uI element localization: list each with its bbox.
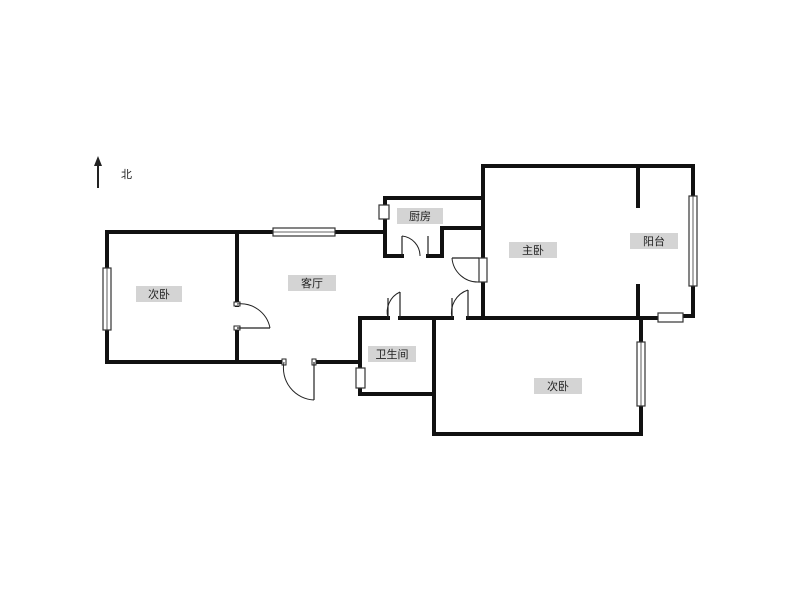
door-bedroom-west — [233, 301, 271, 331]
door-master — [451, 257, 480, 283]
north-compass: 北 — [94, 156, 132, 188]
room-labels: 次卧 客厅 厨房 卫生间 主卧 阳台 次卧 — [136, 208, 678, 394]
room-label-bathroom: 卫生间 — [368, 346, 416, 362]
windows — [102, 195, 698, 407]
opening-master-west — [478, 257, 488, 283]
room-name: 次卧 — [547, 379, 569, 393]
window-kitchen — [378, 204, 390, 220]
door-entrance — [281, 358, 317, 401]
wall-bedroom-south — [432, 404, 643, 436]
north-label: 北 — [121, 168, 132, 181]
window-balcony-south — [657, 312, 684, 323]
room-name: 主卧 — [522, 244, 544, 257]
room-label-living-room: 客厅 — [288, 275, 336, 291]
room-name: 厨房 — [409, 210, 431, 223]
room-label-kitchen: 厨房 — [397, 208, 443, 224]
door-bedroom-south — [450, 289, 469, 319]
door-bathroom — [386, 291, 401, 319]
room-name: 卫生间 — [376, 347, 409, 361]
door-kitchen — [401, 235, 429, 257]
walls — [105, 164, 695, 436]
wall-kitchen-north — [383, 196, 485, 234]
window-bathroom — [355, 367, 366, 389]
room-label-balcony: 阳台 — [630, 233, 678, 249]
doors — [233, 235, 480, 401]
room-name: 阳台 — [643, 234, 665, 248]
room-name: 客厅 — [301, 276, 323, 290]
room-label-master-bedroom: 主卧 — [509, 242, 557, 258]
room-label-bedroom-west: 次卧 — [136, 286, 182, 302]
north-arrow-head-icon — [94, 156, 102, 166]
room-name: 次卧 — [148, 287, 170, 301]
room-label-bedroom-south: 次卧 — [534, 378, 582, 394]
